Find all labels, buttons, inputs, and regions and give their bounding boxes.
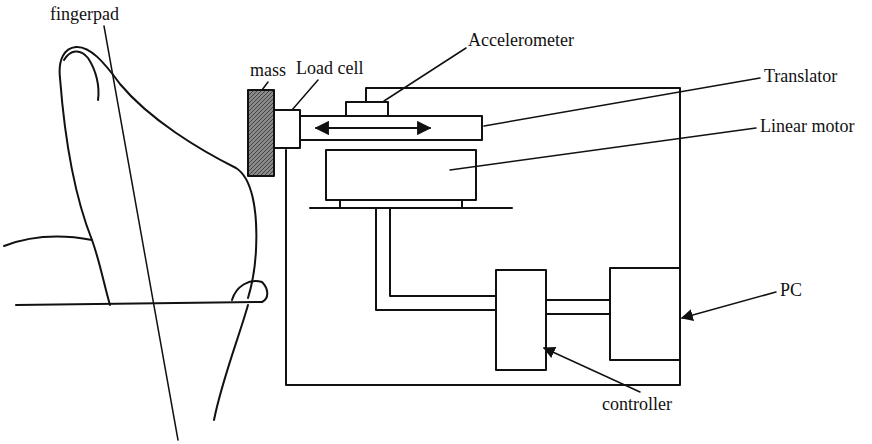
part-label: Linear motor [760,116,854,136]
leader-line [104,26,178,440]
part-label: mass [250,60,286,80]
motion-arrow [316,127,430,129]
thumb-line [16,302,262,305]
leader-line [292,80,318,110]
part-label: Load cell [296,58,363,78]
cable [376,208,496,310]
controller-block [496,270,546,370]
part-label: Translator [764,66,837,86]
finger-back [60,78,110,305]
part-label: Accelerometer [468,30,574,50]
part-label: fingerpad [50,4,119,24]
part-label: PC [780,280,802,300]
fingernail [64,51,99,100]
linear-motor-block [326,150,476,200]
palm-edge [214,305,248,420]
translator-bar [300,116,482,140]
leader-line [544,348,640,392]
accelerometer-block [346,102,388,116]
frame [286,88,680,385]
leader-line [484,78,760,126]
mass-block [248,90,274,176]
load-cell-block [274,110,300,148]
part-label: controller [602,394,672,414]
cable [546,300,610,314]
hand-edge [4,237,92,246]
leader-line [682,292,776,318]
leader-line [262,82,268,90]
leader-line [450,128,756,170]
pc-block [610,268,680,360]
finger-outline [60,47,257,298]
thumb-tip [232,281,267,302]
leader-line [384,48,466,101]
motor-base [310,200,512,208]
